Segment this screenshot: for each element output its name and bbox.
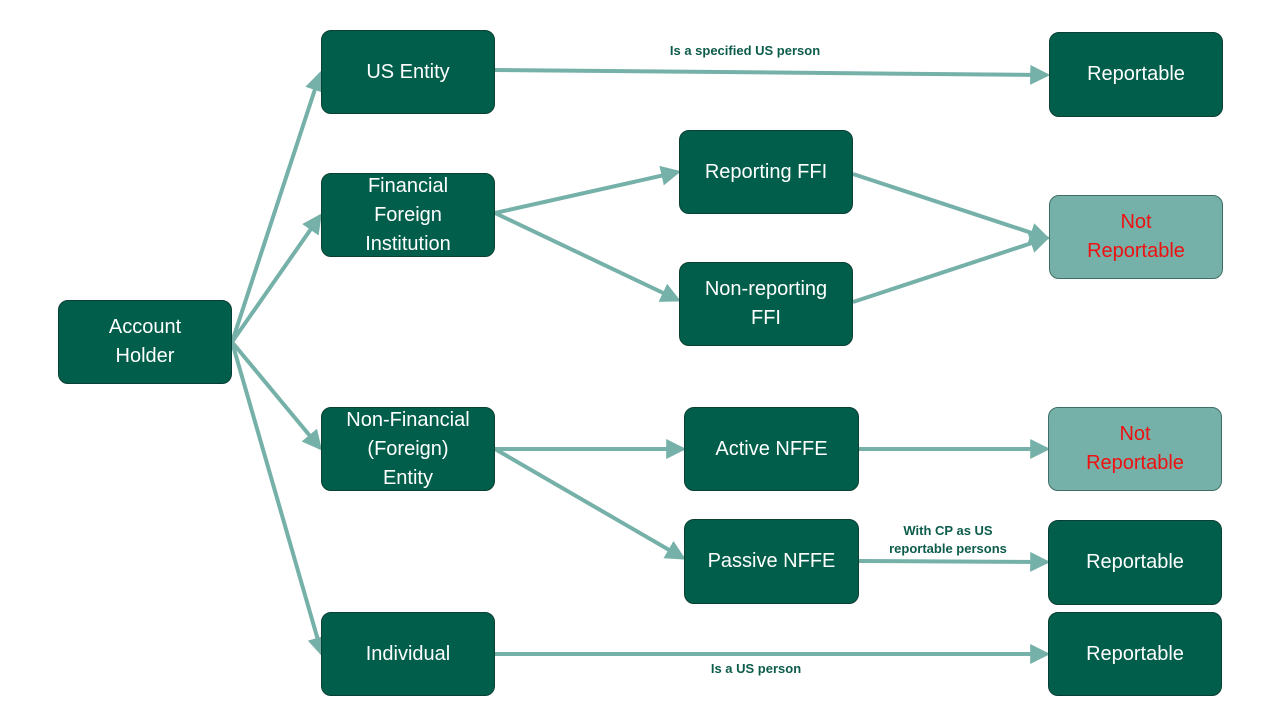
- node-non-reporting-ffi: Non-reporting FFI: [679, 262, 853, 346]
- node-reportable-us-entity: Reportable: [1049, 32, 1223, 117]
- node-us-entity: US Entity: [321, 30, 495, 114]
- edge-label-individual-condition: Is a US person: [710, 661, 802, 676]
- arrow-account-to-individual: [230, 341, 327, 658]
- node-individual: Individual: [321, 612, 495, 696]
- node-not-reportable-active-nffe: Not Reportable: [1048, 407, 1222, 491]
- node-reportable-passive-nffe: Reportable: [1048, 520, 1222, 605]
- arrow-ffi-to-reporting-ffi: [494, 165, 682, 215]
- not-reportable-label: Not Reportable: [1086, 423, 1184, 474]
- arrow-account-to-us-entity: [230, 70, 325, 343]
- arrow-nfe-to-passive-nffe: [493, 447, 686, 560]
- arrow-account-to-ffi: [230, 213, 322, 344]
- arrow-account-to-nfe: [230, 340, 323, 451]
- node-active-nffe: Active NFFE: [684, 407, 859, 491]
- arrow-us-entity-to-reportable: [494, 64, 1051, 85]
- not-reportable-label: Not Reportable: [1087, 211, 1185, 262]
- arrow-ffi-to-non-reporting-ffi: [494, 211, 681, 302]
- node-account-holder: Account Holder: [58, 300, 232, 384]
- node-passive-nffe: Passive NFFE: [684, 519, 859, 604]
- node-reporting-ffi: Reporting FFI: [679, 130, 853, 214]
- arrow-non-reporting-ffi-to-not-reportable: [852, 233, 1051, 304]
- node-reportable-individual: Reportable: [1048, 612, 1222, 696]
- edge-label-passive-nffe-condition: With CP as US reportable persons: [889, 523, 1007, 556]
- arrow-reporting-ffi-to-not-reportable: [852, 172, 1051, 243]
- edge-label-us-entity-condition: Is a specified US person: [669, 43, 821, 58]
- node-non-financial-entity: Non-Financial (Foreign) Entity: [321, 407, 495, 491]
- node-financial-foreign-institution: Financial Foreign Institution: [321, 173, 495, 257]
- arrow-passive-nffe-to-reportable: [857, 551, 1051, 572]
- node-not-reportable-ffi: Not Reportable: [1049, 195, 1223, 279]
